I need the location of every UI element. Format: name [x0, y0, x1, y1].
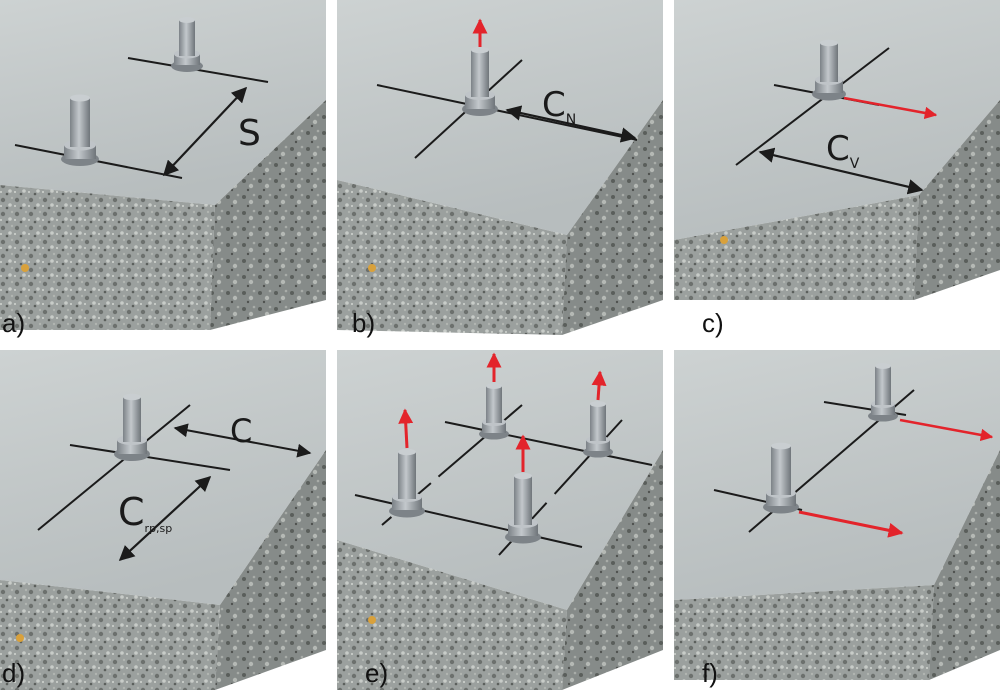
panel-label: e): [365, 658, 389, 688]
bolt-icon: [812, 39, 846, 101]
bolt-icon: [61, 94, 99, 166]
slab-front: [674, 585, 934, 680]
panel-e-graphic: [337, 350, 663, 690]
spacing-arrow: [162, 86, 248, 177]
slab-front: [0, 580, 220, 690]
edge-distance-arrow: [118, 475, 212, 562]
bolt-icon: [763, 442, 799, 514]
edge-distance-arrow: [758, 147, 924, 195]
panel-f-graphic: [674, 350, 1000, 680]
slab-front: [0, 185, 215, 330]
panel-d: C Crp,sp d): [0, 350, 326, 700]
dim-label-cn: CN: [542, 85, 576, 128]
slab-side: [914, 100, 1000, 300]
axis-line: [69, 444, 231, 471]
dim-label-cv: CV: [826, 129, 860, 172]
force-arrow-icon: [899, 418, 994, 442]
force-arrow-icon: [843, 96, 938, 120]
panel-b: CN b): [337, 0, 663, 350]
dim-label-s: S: [238, 113, 261, 154]
slab-side: [929, 450, 1000, 680]
slab-front: [337, 180, 567, 335]
axis-line: [14, 144, 183, 179]
axis-line: [37, 404, 191, 531]
panel-label: b): [352, 308, 376, 338]
bolt-icon: [389, 448, 425, 518]
slab-side: [562, 100, 663, 335]
bolt-icon: [479, 383, 509, 440]
panel-e: e): [337, 350, 663, 700]
panel-b-graphic: CN: [337, 0, 663, 335]
slab-top: [337, 0, 663, 235]
slab-front: [337, 540, 567, 690]
dim-label-c: C: [230, 412, 252, 450]
axis-line: [444, 421, 653, 466]
slab-front: [674, 195, 919, 300]
force-arrow-icon: [591, 370, 607, 401]
bolt-icon: [583, 401, 613, 458]
edge-distance-arrow: [173, 423, 312, 458]
force-arrow-icon: [398, 408, 414, 449]
slab-side: [210, 100, 326, 330]
panel-d-graphic: C Crp,sp: [0, 350, 326, 690]
bolt-icon: [171, 17, 203, 72]
panel-label: f): [702, 658, 718, 688]
slab-side: [562, 450, 663, 690]
axis-line: [735, 47, 890, 166]
slab-top: [337, 350, 663, 610]
panel-a-graphic: S: [0, 0, 326, 330]
panel-a: S a): [0, 0, 326, 350]
slab-top: [674, 350, 1000, 600]
panel-c: CV c): [674, 0, 1000, 350]
panel-label: a): [2, 308, 26, 338]
bolt-icon: [114, 393, 150, 461]
panel-label: c): [702, 308, 724, 338]
slab-side: [215, 450, 326, 690]
panel-label: d): [2, 658, 26, 688]
dim-label-crpsp: Crp,sp: [118, 490, 172, 535]
bolt-icon: [868, 363, 898, 422]
bolt-icon: [462, 46, 498, 116]
force-arrow-icon: [798, 510, 904, 538]
edge-distance-arrow: [505, 105, 637, 143]
bolt-icon: [505, 472, 541, 544]
panel-f: f): [674, 350, 1000, 700]
panel-c-graphic: CV: [674, 0, 1000, 300]
